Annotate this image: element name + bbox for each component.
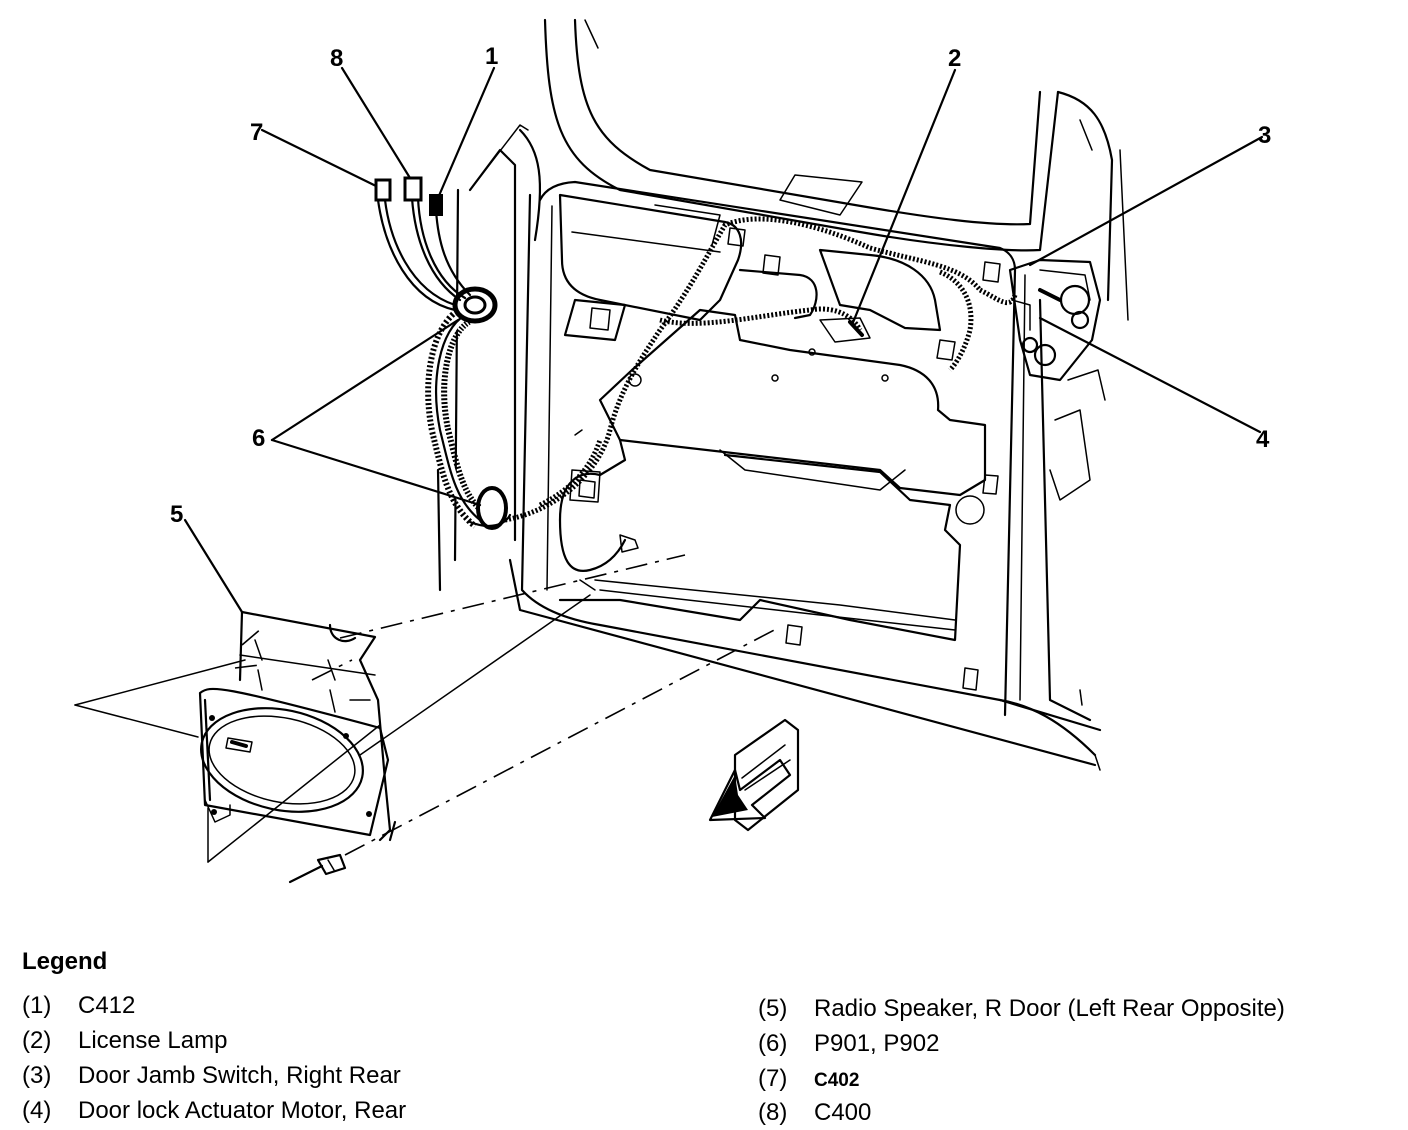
legend-item-6: (6) P901, P902: [758, 1030, 939, 1058]
legend-item-1: (1) C412: [22, 992, 135, 1020]
radio-speaker-assembly: [198, 610, 397, 842]
legend-item-label: C402: [814, 1070, 860, 1091]
legend-item-number: (2): [22, 1027, 52, 1054]
legend-item-label: Door lock Actuator Motor, Rear: [78, 1097, 407, 1124]
door-wiring-diagram: 1 2 3 4 5 6 7 8: [74, 18, 1271, 884]
callout-7: 7: [250, 119, 263, 146]
legend-item-number: (5): [758, 995, 788, 1022]
legend-item-3: (3) Door Jamb Switch, Right Rear: [22, 1062, 401, 1090]
callout-1: 1: [485, 43, 498, 70]
legend-item-label: Radio Speaker, R Door (Left Rear Opposit…: [814, 995, 1285, 1022]
legend-item-number: (1): [22, 992, 52, 1019]
legend-item-2: (2) License Lamp: [22, 1027, 227, 1055]
pigtail-connectors: [374, 176, 472, 312]
door-body: [436, 148, 1106, 771]
callout-4: 4: [1256, 426, 1270, 453]
legend-item-label: Door Jamb Switch, Right Rear: [78, 1062, 401, 1089]
legend-item-label: C412: [78, 992, 136, 1019]
callout-6: 6: [252, 425, 265, 452]
callout-5: 5: [170, 501, 183, 528]
legend-item-5: (5) Radio Speaker, R Door (Left Rear Oppo…: [758, 995, 1285, 1023]
harness-boot: [425, 286, 512, 530]
front-direction-arrow: [708, 718, 800, 832]
legend-item-label: C400: [814, 1099, 872, 1126]
legend-item-label: License Lamp: [78, 1027, 228, 1054]
legend-item-4: (4) Door lock Actuator Motor, Rear: [22, 1097, 406, 1125]
callout-3: 3: [1258, 122, 1271, 149]
legend-item-number: (6): [758, 1030, 788, 1057]
legend-item-label: P901, P902: [814, 1030, 940, 1057]
callout-8: 8: [330, 45, 343, 72]
legend-item-number: (7): [758, 1065, 788, 1092]
inner-panel: [558, 193, 1001, 691]
legend-item-7: (7) C402: [758, 1065, 859, 1093]
legend-title: Legend: [22, 948, 108, 975]
leader-lines: [183, 66, 1264, 614]
legend-item-number: (4): [22, 1097, 52, 1124]
wire-harness: [504, 216, 1018, 573]
door-latch-assembly: [1008, 258, 1102, 382]
legend-item-number: (3): [22, 1062, 52, 1089]
legend-item-8: (8) C400: [758, 1099, 871, 1127]
door-frame: [469, 18, 1129, 321]
screw: [288, 853, 347, 884]
legend-item-number: (8): [758, 1099, 788, 1126]
callout-labels: 1 2 3 4 5 6 7 8: [170, 43, 1271, 528]
callout-2: 2: [948, 45, 961, 72]
installation-lines: [74, 554, 779, 863]
